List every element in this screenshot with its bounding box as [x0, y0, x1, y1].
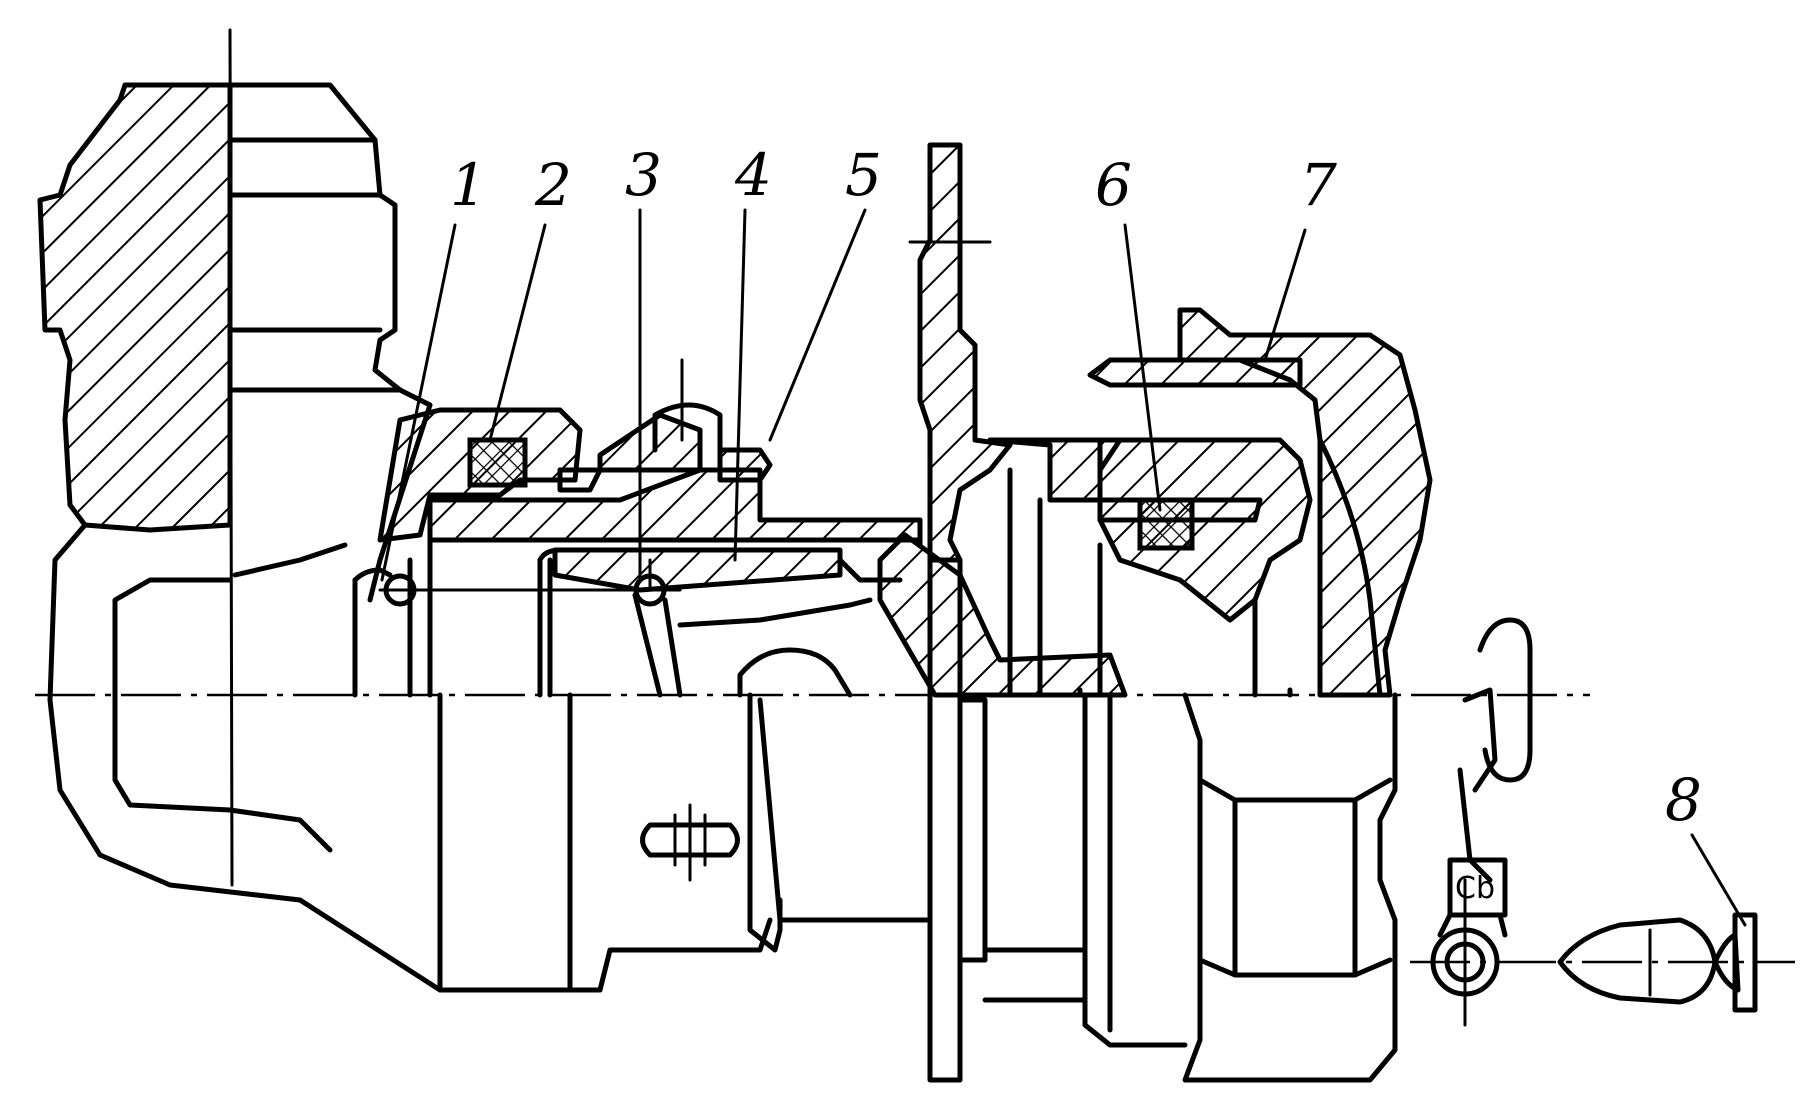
seal-ring-6 [1137, 497, 1195, 551]
callout-1: 1 [450, 151, 487, 219]
callout-7: 7 [1300, 151, 1337, 219]
sleeve-part [377, 358, 923, 543]
seal-stamp [1447, 857, 1508, 918]
lock-seal: Cb [1430, 617, 1533, 997]
callout-8: 8 [1665, 766, 1702, 834]
callout-3: 3 [625, 141, 662, 209]
stamp-label: Cb [1455, 871, 1495, 906]
lower-body [437, 692, 1088, 1003]
callout-labels: 1 2 3 4 5 6 7 8 [450, 141, 1702, 834]
ball-1 [383, 573, 417, 607]
callout-5: 5 [845, 141, 882, 209]
ball-3 [633, 573, 667, 607]
leader-lines [380, 208, 1747, 927]
callout-2: 2 [534, 151, 572, 219]
seal-bullet [1557, 912, 1758, 1013]
callout-6: 6 [1095, 151, 1132, 219]
wall-plate [877, 142, 1128, 1083]
inner-slide [352, 537, 903, 953]
hex-nut [1082, 692, 1398, 1083]
callout-4: 4 [734, 141, 772, 209]
seal-ring-2 [467, 437, 528, 488]
right-housing [987, 307, 1433, 698]
